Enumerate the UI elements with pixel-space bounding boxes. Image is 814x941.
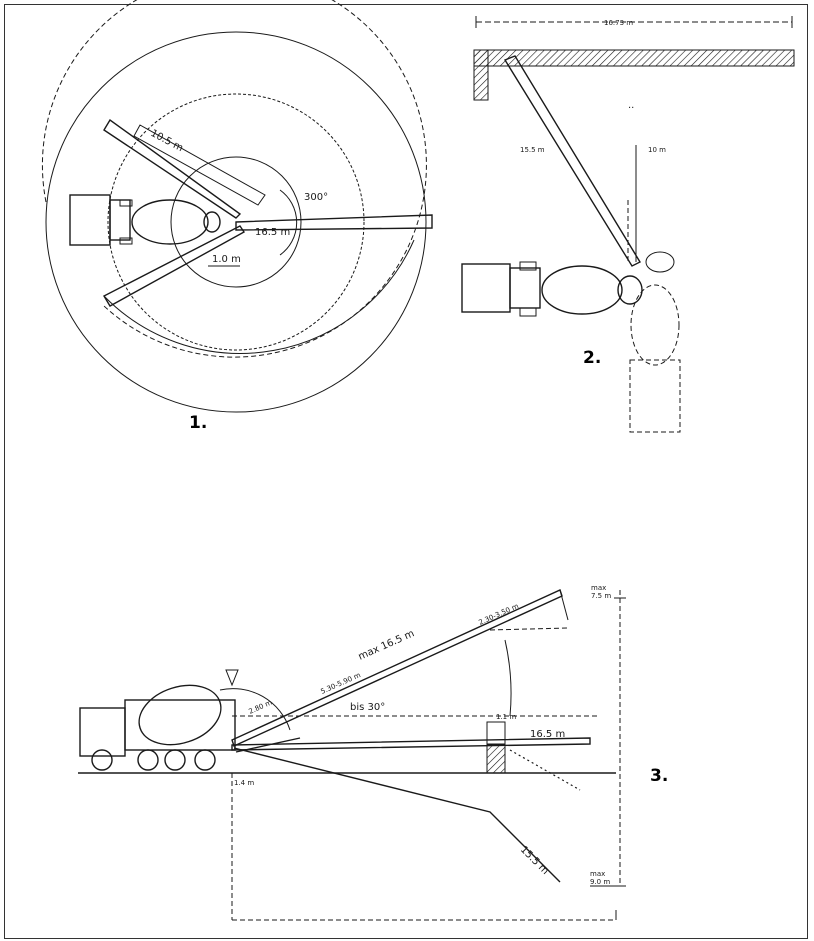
drum-end-fig1 xyxy=(203,211,221,233)
boom-section-dashed xyxy=(489,627,569,631)
label-boom-fig2: 15.5 m xyxy=(520,146,545,154)
label-span: 16.73 m xyxy=(604,19,633,27)
mixer-drum-fig2 xyxy=(541,265,623,315)
label-rotation: 300° xyxy=(304,192,328,203)
boom-strut-fig3 xyxy=(235,737,301,753)
mixer-drum-dashed-fig2 xyxy=(630,284,680,366)
outer-reach-arc-2 xyxy=(103,239,415,354)
dots-fig2: .. xyxy=(628,100,634,111)
figure-2-plan-view: 16.73 m 15.5 m 10 m .. 2. xyxy=(461,16,795,433)
wheel-fig1-b xyxy=(119,199,133,207)
drum-end-fig2 xyxy=(617,275,643,305)
middle-reach-circle xyxy=(107,93,365,351)
boom-lower-fig1 xyxy=(103,225,246,307)
truck-cab-dashed-fig2 xyxy=(629,359,681,433)
wheel-rear-b-fig3 xyxy=(164,749,186,771)
figure-3-number: 3. xyxy=(650,766,668,786)
truck-cab-fig2 xyxy=(461,263,511,313)
truck-cab-fig3 xyxy=(79,707,126,757)
boom-short-fig1 xyxy=(133,124,266,206)
truck-chassis-fig2 xyxy=(509,267,541,309)
wheel-rear-c-fig3 xyxy=(194,749,216,771)
label-max-depth-prefix: max xyxy=(590,870,605,878)
ceiling-slab xyxy=(473,49,795,67)
label-height-fig2: 10 m xyxy=(648,146,666,154)
wheel-fig1-a xyxy=(119,237,133,245)
mixer-drum-fig1 xyxy=(131,199,209,245)
label-boom-level: 16.5 m xyxy=(530,729,565,740)
figure-3-side-view: max 16.5 m 2.80 m 5.30-5.90 m 2.30-3.50 … xyxy=(78,584,668,921)
boom-raised-fig3 xyxy=(231,589,563,747)
wheel-fig2-b xyxy=(519,261,537,271)
boom-level-fig3 xyxy=(231,737,591,751)
inner-reach-circle xyxy=(170,156,302,288)
truck-body-fig3 xyxy=(124,699,236,751)
wheel-rear-a-fig3 xyxy=(137,749,159,771)
page-border xyxy=(4,4,808,939)
boom-diagonal-fig2 xyxy=(503,55,641,267)
label-inner-radius: 1.0 m xyxy=(212,254,241,265)
label-max-height-prefix: max xyxy=(591,584,606,592)
mixer-drum-fig3 xyxy=(138,684,222,746)
label-boom-length: 16.5 m xyxy=(255,227,290,238)
wheel-fig2-a xyxy=(519,307,537,317)
label-max-depth: 9.0 m xyxy=(590,878,610,886)
hopper-arc-fig3 xyxy=(219,688,291,731)
boom-swing-dotted xyxy=(509,749,581,791)
rotation-head-fig2 xyxy=(645,251,675,273)
label-section3: 2.30-3.50 m xyxy=(478,602,520,627)
label-short-boom: 10.5 m xyxy=(149,128,185,154)
angle-arc xyxy=(504,639,512,717)
label-angle: bis 30° xyxy=(350,702,385,713)
label-max-height: 7.5 m xyxy=(591,592,611,600)
label-max-boom: max 16.5 m xyxy=(357,628,416,663)
hopper-fig3 xyxy=(225,669,239,687)
label-base-offset: 1.4 m xyxy=(234,779,254,787)
boom-lowered-fig3 xyxy=(233,747,561,883)
outer-reach-circle xyxy=(45,31,427,413)
label-section1: 2.80 m xyxy=(248,698,274,715)
label-mid-height: 1.1 m xyxy=(496,713,516,721)
rotation-arrow xyxy=(279,189,298,256)
support-top xyxy=(486,721,506,745)
figure-1-number: 1. xyxy=(189,413,207,433)
figure-2-number: 2. xyxy=(583,348,601,368)
boom-tip-raised xyxy=(559,589,569,621)
label-boom-down: 15.5 m xyxy=(518,844,551,877)
support-block xyxy=(486,744,506,774)
boom-upper-fig1 xyxy=(103,118,242,219)
truck-cab-fig1 xyxy=(69,194,111,246)
wall-section xyxy=(473,49,489,101)
figure-1-plan-view: 10.5 m 16.5 m 300° 1.0 m 1. xyxy=(41,0,433,433)
wheel-front-fig3 xyxy=(91,749,113,771)
